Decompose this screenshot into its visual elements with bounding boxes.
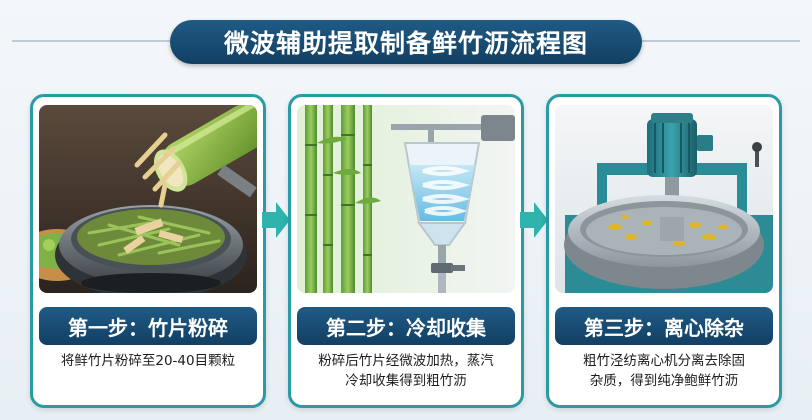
right-arrow-icon: [520, 200, 548, 240]
step-card-3: 第三步：离心除杂 粗竹泾纺离心机分离去除固 杂质，得到纯净鲍鲜竹沥: [546, 94, 782, 408]
step-2-label: 第二步：冷却收集: [297, 307, 515, 345]
step-2-description: 粉碎后竹片经微波加热，蒸汽 冷却收集得到粗竹沥: [299, 351, 513, 391]
step-1-label: 第一步：竹片粉碎: [39, 307, 257, 345]
step-card-1: 第一步：竹片粉碎 将鲜竹片粉碎至20-40目颗粒: [30, 94, 266, 408]
centrifuge-illustration: [555, 105, 773, 293]
step-3-desc-line-1: 粗竹泾纺离心机分离去除固: [557, 351, 771, 371]
step-card-2: 第二步：冷却收集 粉碎后竹片经微波加热，蒸汽 冷却收集得到粗竹沥: [288, 94, 524, 408]
step-2-desc-line-2: 冷却收集得到粗竹沥: [299, 371, 513, 391]
step-3-desc-line-2: 杂质，得到纯净鲍鲜竹沥: [557, 371, 771, 391]
step-1-desc-line: 将鲜竹片粉碎至20-40目颗粒: [41, 351, 255, 371]
step-2-desc-line-1: 粉碎后竹片经微波加热，蒸汽: [299, 351, 513, 371]
step-3-description: 粗竹泾纺离心机分离去除固 杂质，得到纯净鲍鲜竹沥: [557, 351, 771, 391]
step-1-description: 将鲜竹片粉碎至20-40目颗粒: [41, 351, 255, 371]
bamboo-grinding-illustration: [39, 105, 257, 293]
condenser-illustration: [297, 105, 515, 293]
step-3-label: 第三步：离心除杂: [555, 307, 773, 345]
page-title: 微波辅助提取制备鲜竹沥流程图: [170, 20, 642, 64]
right-arrow-icon: [262, 200, 290, 240]
